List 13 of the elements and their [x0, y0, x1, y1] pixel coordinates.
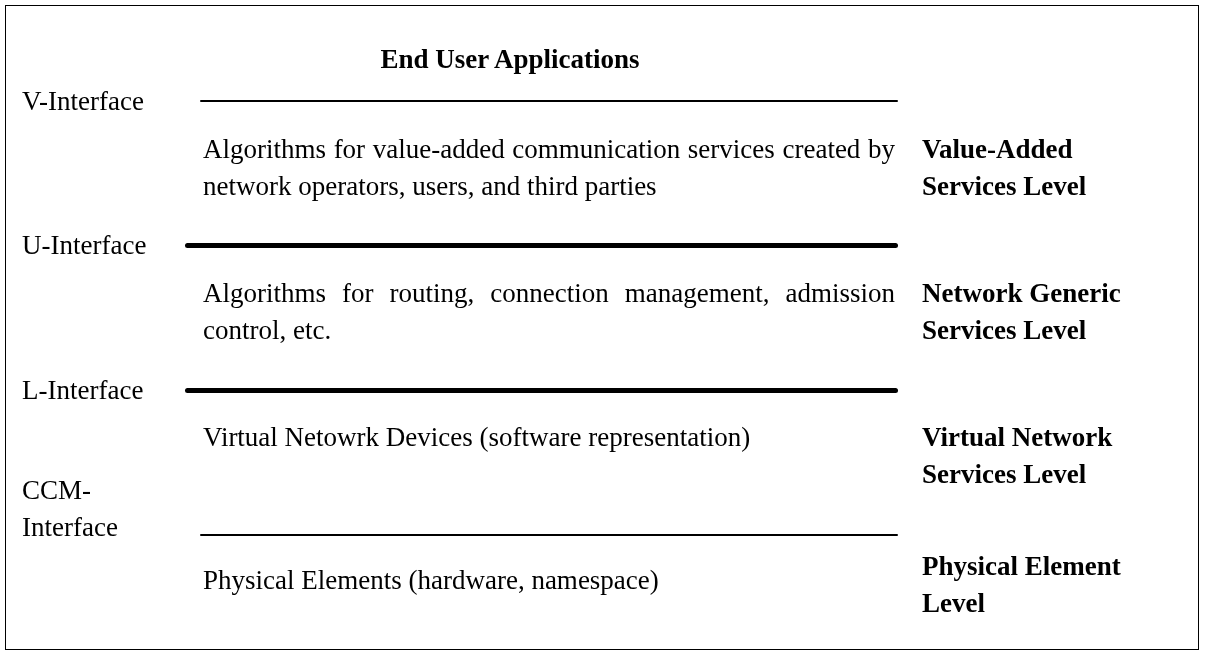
title: End User Applications — [379, 44, 641, 75]
layer-description: Algorithms for routing, connection management, admission control, etc. — [203, 277, 895, 347]
interface-label: V-Interface — [22, 85, 145, 118]
level-name: Value-Added Services Level — [922, 133, 1088, 203]
interface-label: L-Interface — [22, 374, 145, 407]
level-name: Physical Element Level — [922, 550, 1122, 620]
level-name: Virtual Network Services Level — [922, 421, 1114, 491]
layer-description: Physical Elements (hardware, namespace) — [203, 564, 660, 597]
level-name: Network Generic Services Level — [922, 277, 1122, 347]
interface-label: CCM-Interface — [22, 474, 119, 544]
layer-description: Virtual Netowrk Devices (software representation) — [203, 421, 752, 454]
interface-label: U-Interface — [22, 229, 148, 262]
layer-description: Algorithms for value-added communication services created by network operators, users, and third parties — [203, 133, 895, 203]
